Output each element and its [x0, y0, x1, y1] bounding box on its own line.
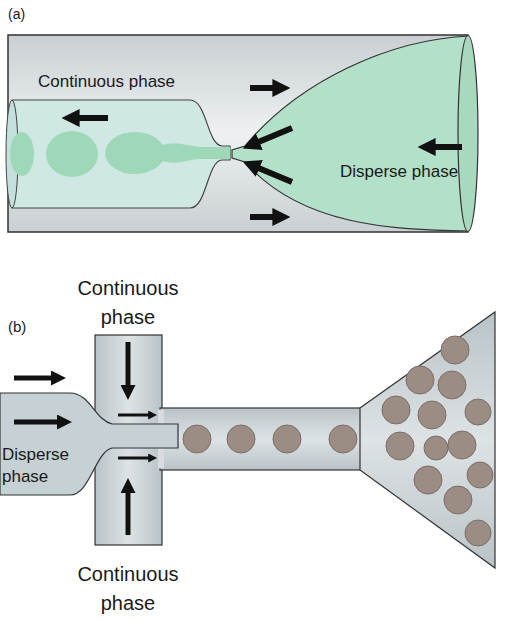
- panel-letter: (b): [8, 318, 26, 336]
- coflow-device: [6, 35, 478, 232]
- panel-letter: (a): [8, 6, 25, 22]
- phase-label: Continuous phase: [58, 560, 198, 618]
- flow-arrow: [118, 457, 150, 460]
- phase-label: Continuous phase: [58, 274, 198, 332]
- flow-focusing-device: [0, 312, 495, 568]
- flow-arrow: [118, 414, 150, 417]
- phase-label: Disperse phase: [2, 444, 78, 488]
- tube-end: [458, 36, 478, 232]
- phase-label: Disperse phase: [340, 162, 458, 182]
- droplet: [46, 131, 98, 177]
- flow-arrow: [250, 214, 276, 220]
- droplet: [10, 132, 34, 176]
- flow-arrow: [126, 490, 131, 535]
- flow-arrow: [14, 420, 60, 425]
- flow-arrow: [432, 144, 462, 150]
- flow-arrow: [14, 376, 54, 381]
- flow-arrow: [76, 115, 108, 121]
- flow-arrow: [250, 85, 276, 91]
- flow-arrow: [256, 128, 292, 143]
- droplet: [105, 132, 165, 174]
- disperse-thread: [160, 143, 230, 162]
- outlet-channel: [160, 408, 362, 470]
- flow-arrow: [126, 342, 131, 388]
- disperse-funnel: [232, 36, 468, 231]
- expansion-chamber: [360, 312, 495, 568]
- inner-capillary: [12, 100, 230, 208]
- disperse-inlet: [0, 393, 178, 495]
- flow-arrow: [256, 167, 292, 182]
- droplets: [183, 336, 493, 546]
- outer-tube: [8, 35, 468, 232]
- phase-label: Continuous phase: [38, 72, 175, 92]
